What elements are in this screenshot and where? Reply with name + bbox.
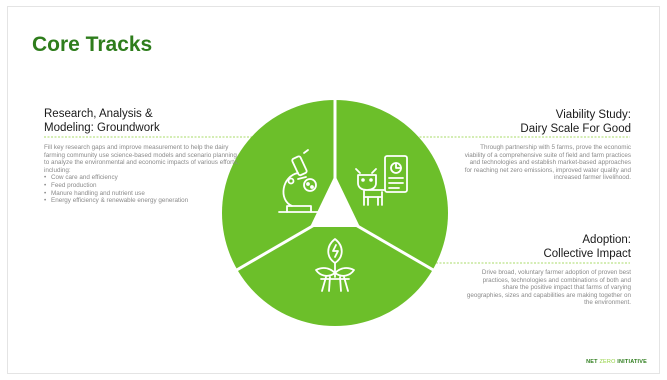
track-adoption-heading-line2: Collective Impact bbox=[543, 248, 631, 260]
logo-net: NET bbox=[586, 359, 598, 365]
track-viability-heading-line1: Viability Study: bbox=[555, 109, 631, 121]
center-triangle bbox=[310, 175, 360, 227]
track-viability-heading: Viability Study: Dairy Scale For Good bbox=[431, 108, 631, 136]
net-zero-initiative-logo: NET ZERO INITIATIVE bbox=[586, 359, 647, 365]
track-research-bullets: Cow care and efficiency Feed production … bbox=[44, 174, 241, 204]
bullet-item: Cow care and efficiency bbox=[44, 174, 241, 182]
track-adoption-heading-line1: Adoption: bbox=[582, 234, 631, 246]
bullet-item: Energy efficiency & renewable energy gen… bbox=[44, 197, 241, 205]
logo-zero: ZERO bbox=[599, 359, 616, 365]
track-adoption-body: Drive broad, voluntary farmer adoption o… bbox=[466, 269, 631, 307]
microscope-icon bbox=[278, 149, 320, 213]
track-research-description: Fill key research gaps and improve measu… bbox=[44, 144, 241, 205]
track-research-body: Fill key research gaps and improve measu… bbox=[44, 144, 239, 174]
logo-initiative: INITIATIVE bbox=[617, 359, 647, 365]
bullet-item: Feed production bbox=[44, 182, 241, 190]
slide: Core Tracks bbox=[8, 7, 659, 373]
bullet-item: Manure handling and nutrient use bbox=[44, 190, 241, 198]
track-research-heading: Research, Analysis & Modeling: Groundwor… bbox=[44, 107, 160, 135]
track-research-heading-line1: Research, Analysis & bbox=[44, 108, 153, 120]
plant-energy-icon bbox=[315, 238, 355, 292]
track-viability-body: Through partnership with 5 farms, prove … bbox=[464, 144, 631, 182]
core-tracks-diagram bbox=[44, 95, 630, 326]
track-adoption-heading: Adoption: Collective Impact bbox=[431, 233, 631, 261]
track-research-heading-line2: Modeling: Groundwork bbox=[44, 122, 160, 134]
slide-title: Core Tracks bbox=[32, 33, 153, 56]
track-viability-heading-line2: Dairy Scale For Good bbox=[520, 123, 631, 135]
cow-dashboard-icon bbox=[355, 155, 408, 206]
